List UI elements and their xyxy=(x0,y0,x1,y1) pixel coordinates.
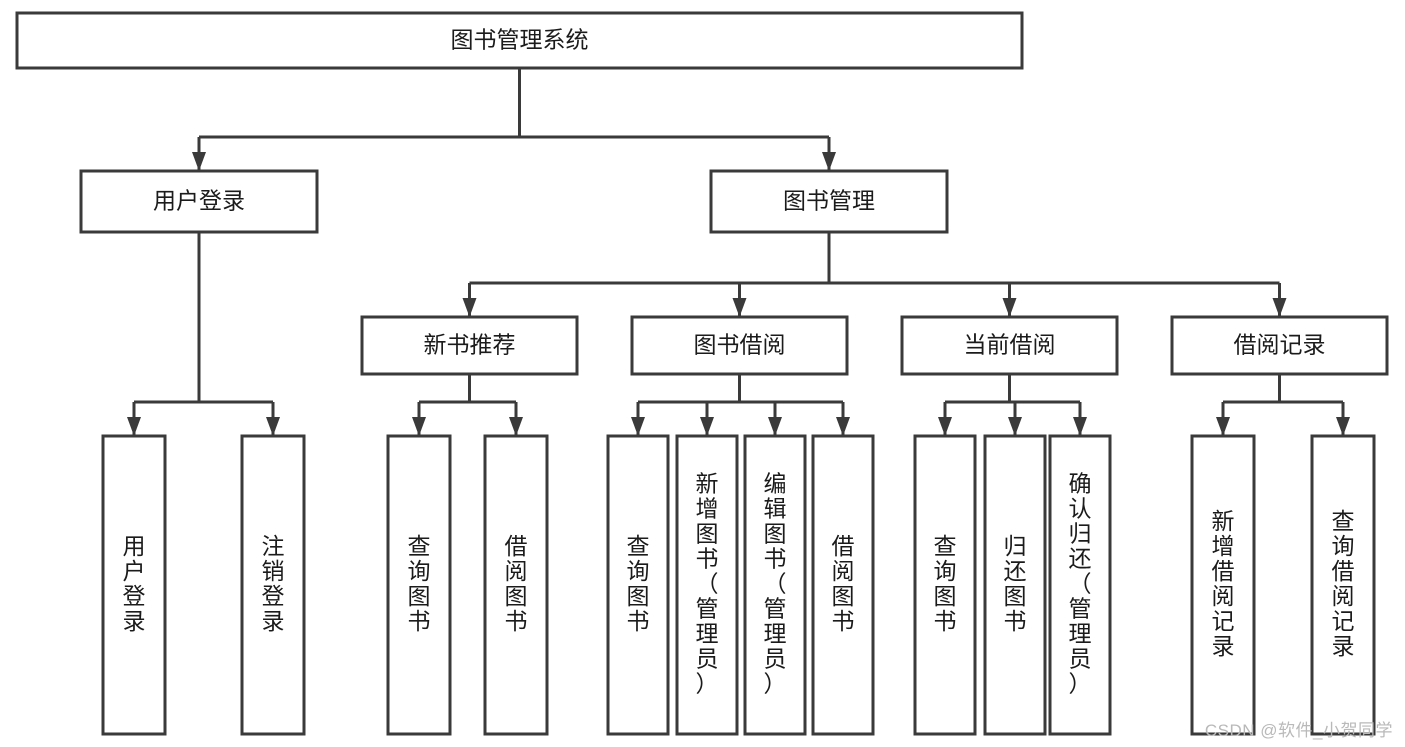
node-current-borrow-label: 当前借阅 xyxy=(964,332,1056,358)
arrow-head-icon xyxy=(462,298,477,317)
arrow-head-icon xyxy=(1272,298,1287,317)
arrow-head-icon xyxy=(192,152,206,171)
node-leaf-borrow-book-2[interactable]: 借阅图书 xyxy=(811,434,875,736)
node-leaf-edit-book-label: 编辑图书（管理员） xyxy=(764,471,787,697)
node-root-图书管理系统-label: 图书管理系统 xyxy=(451,27,589,53)
node-leaf-logout-box xyxy=(240,434,306,736)
node-leaf-query-book-3-label: 查询图书 xyxy=(934,533,957,634)
node-book-manage-box xyxy=(709,169,949,234)
node-layer: 图书管理系统用户登录图书管理新书推荐图书借阅当前借阅借阅记录用户登录注销登录查询… xyxy=(15,11,1389,736)
node-borrow-record-label: 借阅记录 xyxy=(1234,332,1326,358)
arrow-head-icon xyxy=(509,417,523,436)
node-leaf-add-book[interactable]: 新增图书（管理员） xyxy=(675,434,739,736)
node-user-login[interactable]: 用户登录 xyxy=(79,169,319,234)
edge-group-current-borrow xyxy=(938,374,1087,436)
node-new-book-recommend[interactable]: 新书推荐 xyxy=(360,315,579,376)
edge-layer xyxy=(127,68,1350,436)
node-leaf-return-book-box xyxy=(983,434,1047,736)
node-leaf-logout-label: 注销登录 xyxy=(262,533,285,634)
node-leaf-borrow-book-2-label: 借阅图书 xyxy=(832,533,855,634)
arrow-head-icon xyxy=(1073,417,1087,436)
node-user-login-label: 用户登录 xyxy=(153,188,245,214)
node-leaf-query-book-1-box xyxy=(386,434,452,736)
node-leaf-add-book-label: 新增图书（管理员） xyxy=(696,471,719,697)
node-book-borrow-box xyxy=(630,315,849,376)
arrow-head-icon xyxy=(732,298,747,317)
node-leaf-query-record-box xyxy=(1310,434,1376,736)
arrow-head-icon xyxy=(1008,417,1022,436)
node-book-manage-label: 图书管理 xyxy=(783,188,875,214)
edge-group-root xyxy=(192,68,836,171)
arrow-head-icon xyxy=(266,417,280,436)
edge-group-user-login xyxy=(127,232,280,436)
node-leaf-borrow-book-2-box xyxy=(811,434,875,736)
node-user-login-box xyxy=(79,169,319,234)
node-leaf-confirm-return-label: 确认归还（管理员） xyxy=(1069,471,1092,697)
arrow-head-icon xyxy=(127,417,141,436)
node-leaf-confirm-return[interactable]: 确认归还（管理员） xyxy=(1048,434,1112,736)
node-leaf-edit-book[interactable]: 编辑图书（管理员） xyxy=(743,434,807,736)
node-leaf-return-book-label: 归还图书 xyxy=(1004,533,1027,634)
node-current-borrow[interactable]: 当前借阅 xyxy=(900,315,1119,376)
node-leaf-query-record-label: 查询借阅记录 xyxy=(1332,508,1355,659)
node-root-图书管理系统[interactable]: 图书管理系统 xyxy=(15,11,1024,70)
node-current-borrow-box xyxy=(900,315,1119,376)
node-leaf-return-book[interactable]: 归还图书 xyxy=(983,434,1047,736)
node-leaf-query-record[interactable]: 查询借阅记录 xyxy=(1310,434,1376,736)
arrow-head-icon xyxy=(836,417,850,436)
node-leaf-add-record[interactable]: 新增借阅记录 xyxy=(1190,434,1256,736)
arrow-head-icon xyxy=(768,417,782,436)
node-leaf-borrow-book-1-label: 借阅图书 xyxy=(505,533,528,634)
node-leaf-query-book-2[interactable]: 查询图书 xyxy=(606,434,670,736)
node-leaf-query-book-2-label: 查询图书 xyxy=(627,533,650,634)
arrow-head-icon xyxy=(1336,417,1350,436)
node-leaf-query-book-3[interactable]: 查询图书 xyxy=(913,434,977,736)
arrow-head-icon xyxy=(412,417,426,436)
node-leaf-query-book-1-label: 查询图书 xyxy=(408,533,431,634)
node-leaf-add-book-box xyxy=(675,434,739,736)
node-borrow-record[interactable]: 借阅记录 xyxy=(1170,315,1389,376)
arrow-head-icon xyxy=(1002,298,1017,317)
node-leaf-user-login[interactable]: 用户登录 xyxy=(101,434,167,736)
node-leaf-query-book-2-box xyxy=(606,434,670,736)
node-leaf-add-record-box xyxy=(1190,434,1256,736)
edge-group-new-book-recommend xyxy=(412,374,523,436)
node-new-book-recommend-label: 新书推荐 xyxy=(424,332,516,358)
node-leaf-edit-book-box xyxy=(743,434,807,736)
node-root-图书管理系统-box xyxy=(15,11,1024,70)
arrow-head-icon xyxy=(631,417,645,436)
node-book-borrow[interactable]: 图书借阅 xyxy=(630,315,849,376)
node-new-book-recommend-box xyxy=(360,315,579,376)
node-leaf-confirm-return-box xyxy=(1048,434,1112,736)
node-borrow-record-box xyxy=(1170,315,1389,376)
node-book-borrow-label: 图书借阅 xyxy=(694,332,786,358)
node-leaf-user-login-box xyxy=(101,434,167,736)
node-book-manage[interactable]: 图书管理 xyxy=(709,169,949,234)
edge-group-borrow-record xyxy=(1216,374,1350,436)
arrow-head-icon xyxy=(822,152,836,171)
arrow-head-icon xyxy=(938,417,952,436)
node-leaf-borrow-book-1-box xyxy=(483,434,549,736)
node-leaf-borrow-book-1[interactable]: 借阅图书 xyxy=(483,434,549,736)
arrow-head-icon xyxy=(1216,417,1230,436)
node-leaf-add-record-label: 新增借阅记录 xyxy=(1212,508,1235,659)
node-leaf-query-book-1[interactable]: 查询图书 xyxy=(386,434,452,736)
edge-group-book-manage xyxy=(462,232,1287,317)
node-leaf-user-login-label: 用户登录 xyxy=(123,533,146,634)
node-leaf-query-book-3-box xyxy=(913,434,977,736)
arrow-head-icon xyxy=(700,417,714,436)
edge-group-book-borrow xyxy=(631,374,850,436)
node-leaf-logout[interactable]: 注销登录 xyxy=(240,434,306,736)
